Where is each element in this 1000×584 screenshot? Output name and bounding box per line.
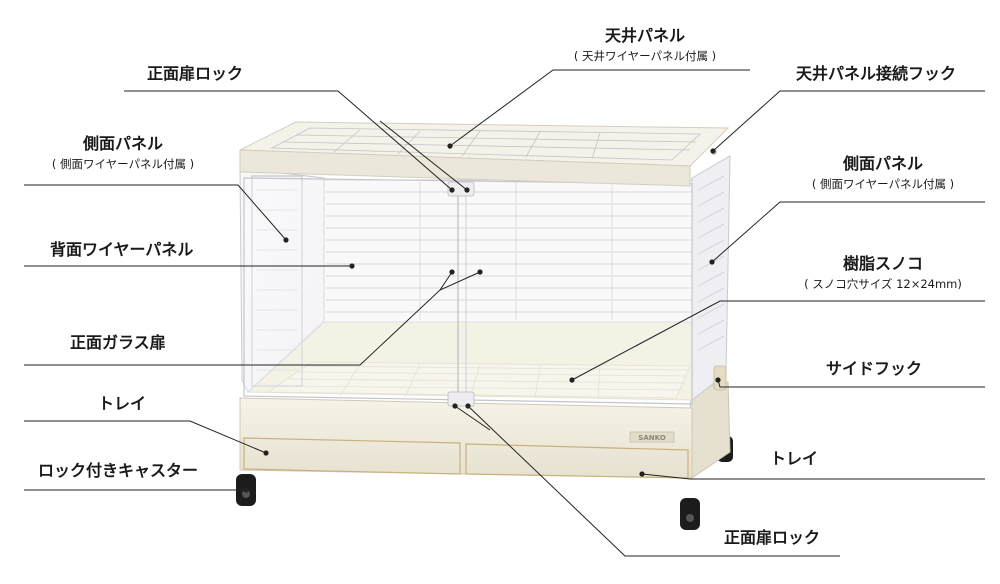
label-top-hook: 天井パネル接続フック [796,64,956,84]
caster-front-right [680,498,700,530]
label-front-lock-bottom-text: 正面扉ロック [724,528,821,547]
label-resin-slat-sub: ( スノコ穴サイズ 12×24mm) [804,277,962,291]
side-panel-left [239,167,325,393]
label-front-lock-bottom: 正面扉ロック [724,528,820,548]
front-glass-door [243,177,693,407]
brand-logo [629,431,675,443]
door-lock-bottom [447,391,475,407]
label-side-panel-left-sub: ( 側面ワイヤーパネル付属 ) [51,157,195,171]
label-top-panel: 天井パネル ( 天井ワイヤーパネル付属 ) [540,26,750,64]
label-resin-slat-text: 樹脂スノコ [842,254,923,273]
label-casters-text: ロック付きキャスター [38,461,199,480]
leader-dots [243,143,721,493]
back-wire-panel [323,179,719,323]
label-back-wire-panel-text: 背面ワイヤーパネル [50,240,194,259]
top-panel [239,121,730,187]
label-front-lock-top-text: 正面扉ロック [147,64,244,83]
label-casters: ロック付きキャスター [38,461,198,481]
leader-lines [24,69,985,557]
label-side-panel-right-text: 側面パネル [842,154,923,173]
tray-drawer-right [465,443,689,479]
side-panel-right [691,155,731,402]
label-resin-slat: 樹脂スノコ ( スノコ穴サイズ 12×24mm) [786,254,980,292]
label-side-panel-right-sub: ( 側面ワイヤーパネル付属 ) [811,177,955,191]
tray-base [239,397,693,479]
label-front-lock-top: 正面扉ロック [147,64,243,84]
label-side-panel-left-text: 側面パネル [82,134,163,153]
label-tray-right: トレイ [770,449,818,469]
side-hook [713,365,727,391]
label-tray-left-text: トレイ [98,394,147,413]
label-tray-right-text: トレイ [770,449,819,468]
brand-logo-text: SANKO [638,434,665,442]
resin-slat-floor [266,361,691,400]
label-tray-left: トレイ [98,394,146,414]
label-side-hook: サイドフック [826,359,922,379]
label-side-panel-right: 側面パネル ( 側面ワイヤーパネル付属 ) [788,154,978,192]
label-side-hook-text: サイドフック [826,359,923,378]
label-back-wire-panel: 背面ワイヤーパネル [50,240,193,260]
label-top-hook-text: 天井パネル接続フック [796,64,957,83]
label-side-panel-left: 側面パネル ( 側面ワイヤーパネル付属 ) [28,134,218,172]
label-front-glass-door: 正面ガラス扉 [70,333,166,353]
tray-drawer-left [243,437,461,475]
label-top-panel-sub: ( 天井ワイヤーパネル付属 ) [573,49,717,63]
label-front-glass-door-text: 正面ガラス扉 [70,333,166,352]
label-top-panel-text: 天井パネル [604,26,685,45]
